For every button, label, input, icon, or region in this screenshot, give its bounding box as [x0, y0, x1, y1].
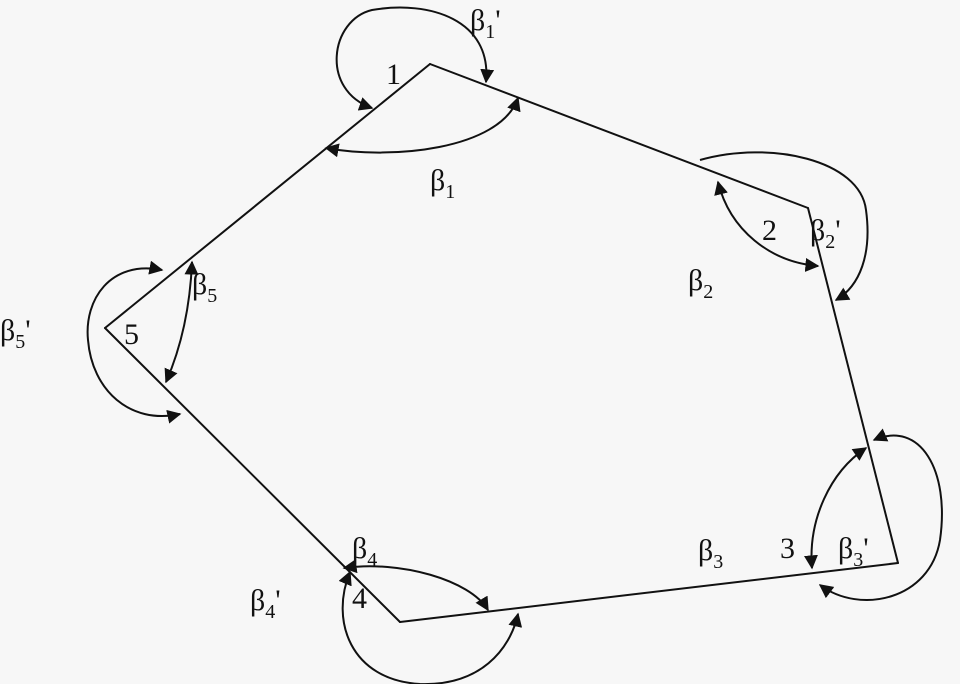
vertex-label-5: 5 [124, 318, 139, 351]
angle-label-b1: β1 [430, 164, 455, 203]
vertex-label-2: 2 [762, 214, 777, 247]
angle-arc-b5 [164, 260, 199, 384]
angle-arc-b3p-outer [818, 428, 943, 601]
angle-arc-b1p-outer [335, 6, 495, 111]
angle-arc-b1 [324, 96, 521, 158]
angle-label-b3: β3 [698, 534, 723, 573]
angle-label-b5: β5 [192, 268, 217, 307]
vertex-label-4: 4 [352, 582, 367, 615]
angle-arc-b4p-outer [338, 570, 523, 684]
angle-label-b3p: β3' [838, 532, 869, 571]
angle-arc-b2p-outer [699, 151, 869, 301]
edge-1-2 [429, 63, 809, 209]
angle-label-b2p: β2' [810, 214, 841, 253]
edge-5-1 [104, 63, 431, 329]
angle-label-b1p: β1' [470, 4, 501, 43]
edge-2-3 [807, 207, 899, 564]
angle-label-b5p: β5' [0, 314, 31, 353]
angle-arc-b5p-outer [86, 260, 182, 424]
edge-4-5 [104, 327, 401, 623]
angle-label-b2: β2 [688, 264, 713, 303]
angle-arc-b2 [714, 180, 820, 272]
angle-label-b4: β4 [352, 532, 377, 571]
vertex-label-3: 3 [780, 532, 795, 565]
angle-label-b4p: β4' [250, 584, 281, 623]
vertex-label-1: 1 [386, 58, 401, 91]
edge-3-4 [399, 562, 899, 623]
